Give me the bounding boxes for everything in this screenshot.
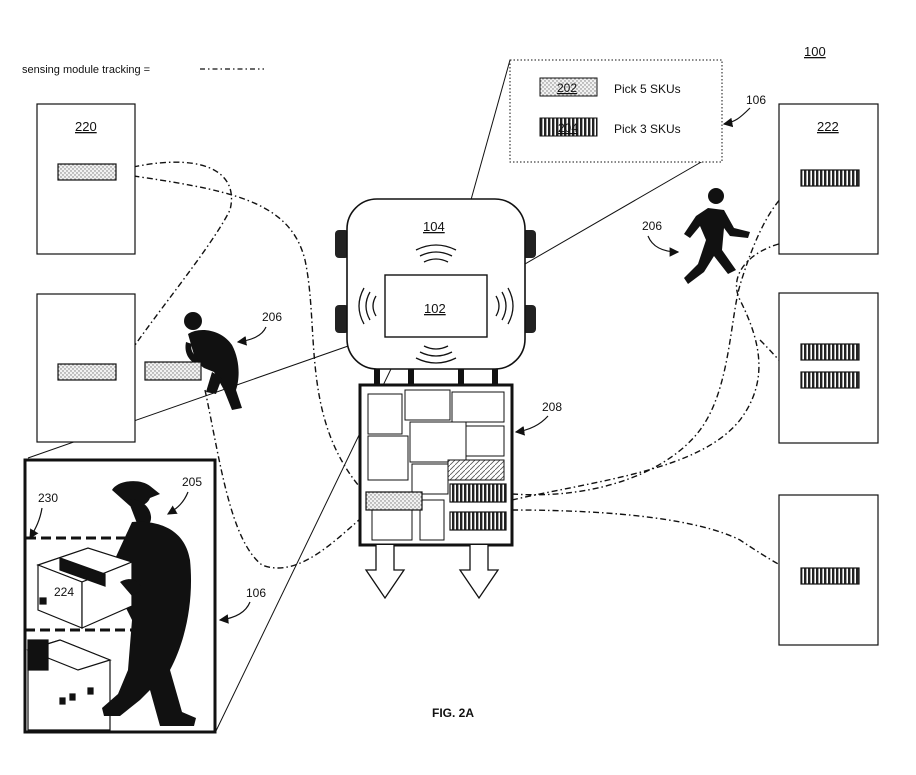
striped-sku-bin <box>801 568 859 584</box>
striped-sku-bin <box>801 170 859 186</box>
tracking-line <box>120 174 364 492</box>
striped-sku-in-cart <box>450 484 506 502</box>
figure-caption: FIG. 2A <box>432 706 474 720</box>
inset-pointer-arrow <box>220 602 250 620</box>
robot: 104 102 <box>335 199 536 385</box>
instruction-callout: 202 Pick 5 SKUs 204 Pick 3 SKUs <box>510 60 722 162</box>
cart-pointer-arrow <box>516 416 548 432</box>
callout-code-202: 202 <box>557 81 577 95</box>
inset-detail: 224 230 205 <box>25 460 215 732</box>
worker-left-ref-label: 206 <box>262 310 282 324</box>
robot-ref-label: 104 <box>423 219 445 234</box>
callout-text-pick-3: Pick 3 SKUs <box>614 122 681 136</box>
callout-pointer-arrow <box>724 108 750 124</box>
tracking-line <box>205 390 365 568</box>
cart-ref-label: 208 <box>542 400 562 414</box>
worker-walking-icon <box>684 188 750 284</box>
dotted-sku-bin <box>58 164 116 180</box>
display-ref-label: 102 <box>424 301 446 316</box>
system-ref-label: 100 <box>804 44 826 59</box>
left-shelf-ref-label: 220 <box>75 119 97 134</box>
worker-left-pointer-arrow <box>238 327 266 342</box>
inset-worker-ref-label: 205 <box>182 475 202 489</box>
right-shelf-middle <box>779 293 878 443</box>
callout-code-204: 204 <box>558 121 578 135</box>
worker-carrying-icon <box>145 312 242 410</box>
left-shelf-bottom <box>37 294 135 442</box>
callout-ref-label: 106 <box>746 93 766 107</box>
legend-text: sensing module tracking = <box>22 64 150 76</box>
dotted-sku-bin <box>58 364 116 380</box>
inset-pointer-ref-label: 106 <box>246 586 266 600</box>
left-shelf-top: 220 <box>37 104 135 254</box>
striped-sku-in-cart <box>450 512 506 530</box>
striped-sku-bin <box>801 344 859 360</box>
inset-box-ref-label: 230 <box>38 491 58 505</box>
dotted-sku-in-cart <box>366 492 422 510</box>
legend: sensing module tracking = <box>22 64 264 76</box>
tracking-line <box>512 510 808 577</box>
right-shelf-bottom <box>779 495 878 645</box>
worker-right-ref-label: 206 <box>642 219 662 233</box>
worker-right-pointer-arrow <box>648 236 678 252</box>
right-shelf-ref-label: 222 <box>817 119 839 134</box>
inset-item-ref-label: 224 <box>54 585 74 599</box>
striped-sku-bin <box>801 372 859 388</box>
callout-text-pick-5: Pick 5 SKUs <box>614 82 681 96</box>
tracking-line <box>512 240 808 500</box>
right-shelf-top: 222 <box>779 104 878 254</box>
tote-cart <box>360 385 512 598</box>
